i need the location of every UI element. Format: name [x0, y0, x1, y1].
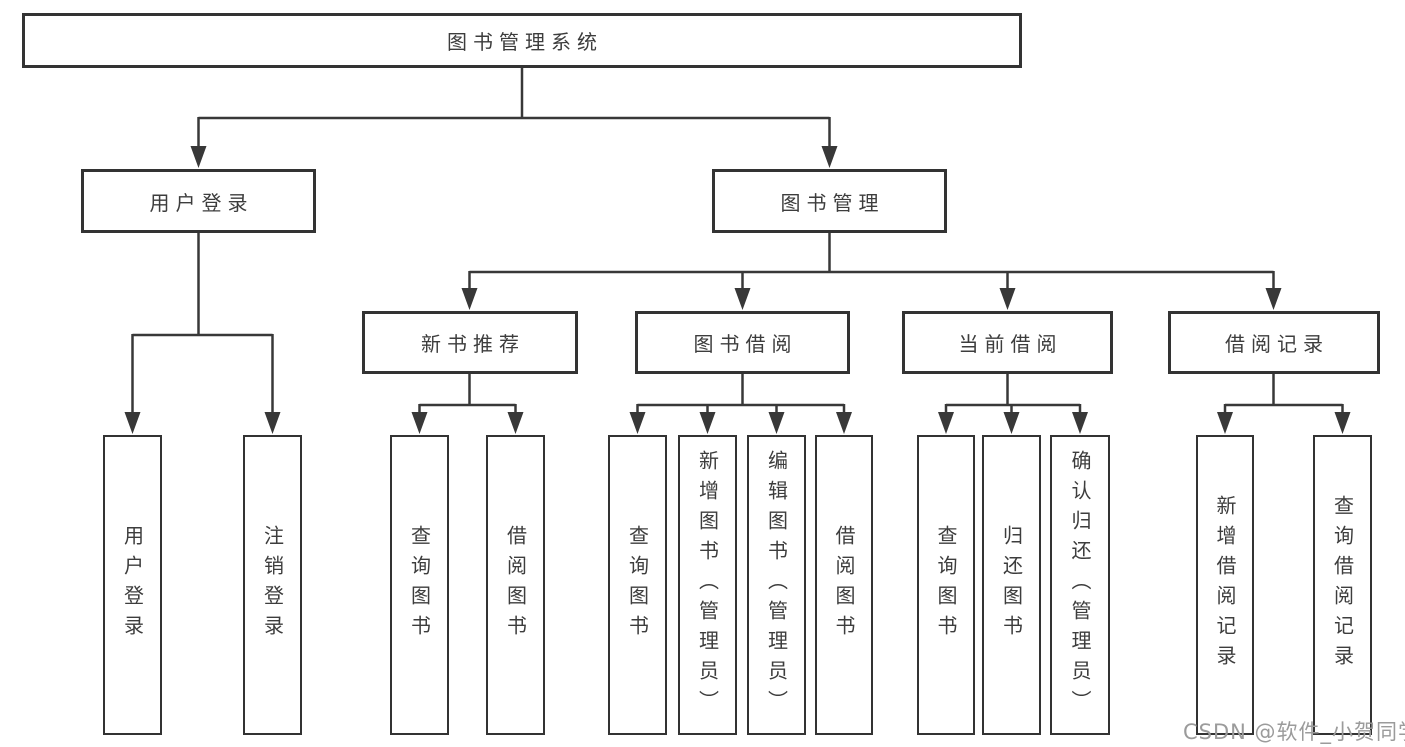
node-borrowing-records-label: 借阅记录	[1225, 332, 1329, 356]
leaf-current-query-books: 查询图书	[917, 435, 975, 735]
node-new-book-recommend: 新书推荐	[362, 311, 578, 374]
leaf-edit-books-admin-label: 编辑图书（管理员）	[764, 450, 789, 720]
leaf-logout-label: 注销登录	[260, 525, 285, 645]
connector-borrowing-records-to-leaves	[1217, 374, 1351, 434]
connector-book-management-to-level3	[461, 233, 1282, 310]
node-library-system: 图书管理系统	[22, 13, 1022, 68]
leaf-borrowing-borrow-books-label: 借阅图书	[832, 525, 856, 645]
leaf-borrowing-query-books-label: 查询图书	[625, 525, 650, 645]
leaf-user-login-label: 用户登录	[120, 525, 145, 645]
leaf-return-books: 归还图书	[982, 435, 1041, 735]
node-user-login-label: 用户登录	[149, 190, 254, 215]
leaf-confirm-return-admin-label: 确认归还（管理员）	[1068, 450, 1092, 720]
node-library-system-label: 图书管理系统	[447, 30, 603, 54]
leaf-newbook-borrow-books-label: 借阅图书	[503, 525, 528, 645]
leaf-user-login: 用户登录	[103, 435, 162, 735]
node-current-borrowing: 当前借阅	[902, 311, 1113, 374]
node-book-management: 图书管理	[712, 169, 947, 233]
node-current-borrowing-label: 当前借阅	[958, 332, 1063, 356]
connector-user-login-to-leaves	[124, 233, 281, 434]
node-borrowing-records: 借阅记录	[1168, 311, 1380, 374]
leaf-return-books-label: 归还图书	[999, 525, 1024, 645]
node-book-management-label: 图书管理	[780, 190, 885, 215]
node-book-borrowing: 图书借阅	[635, 311, 850, 374]
csdn-watermark: CSDN @软件_小贺同学	[1183, 720, 1405, 744]
node-new-book-recommend-label: 新书推荐	[421, 332, 525, 356]
connector-new-book-to-leaves	[411, 374, 524, 434]
leaf-borrowing-borrow-books: 借阅图书	[815, 435, 873, 735]
leaf-add-books-admin-label: 新增图书（管理员）	[695, 450, 720, 720]
connector-book-borrowing-to-leaves	[629, 374, 852, 434]
leaf-edit-books-admin: 编辑图书（管理员）	[747, 435, 806, 735]
leaf-query-borrow-record-label: 查询借阅记录	[1330, 495, 1355, 675]
leaf-logout: 注销登录	[243, 435, 302, 735]
leaf-current-query-books-label: 查询图书	[934, 525, 958, 645]
leaf-newbook-query-books-label: 查询图书	[407, 525, 432, 645]
connector-root-to-level2	[190, 68, 838, 168]
leaf-add-books-admin: 新增图书（管理员）	[678, 435, 737, 735]
leaf-add-borrow-record: 新增借阅记录	[1196, 435, 1254, 735]
leaf-borrowing-query-books: 查询图书	[608, 435, 667, 735]
leaf-newbook-borrow-books: 借阅图书	[486, 435, 545, 735]
leaf-newbook-query-books: 查询图书	[390, 435, 449, 735]
connector-current-borrowing-to-leaves	[938, 374, 1088, 434]
node-book-borrowing-label: 图书借阅	[693, 332, 798, 356]
node-user-login: 用户登录	[81, 169, 316, 233]
leaf-query-borrow-record: 查询借阅记录	[1313, 435, 1372, 735]
leaf-confirm-return-admin: 确认归还（管理员）	[1050, 435, 1110, 735]
leaf-add-borrow-record-label: 新增借阅记录	[1213, 495, 1237, 675]
